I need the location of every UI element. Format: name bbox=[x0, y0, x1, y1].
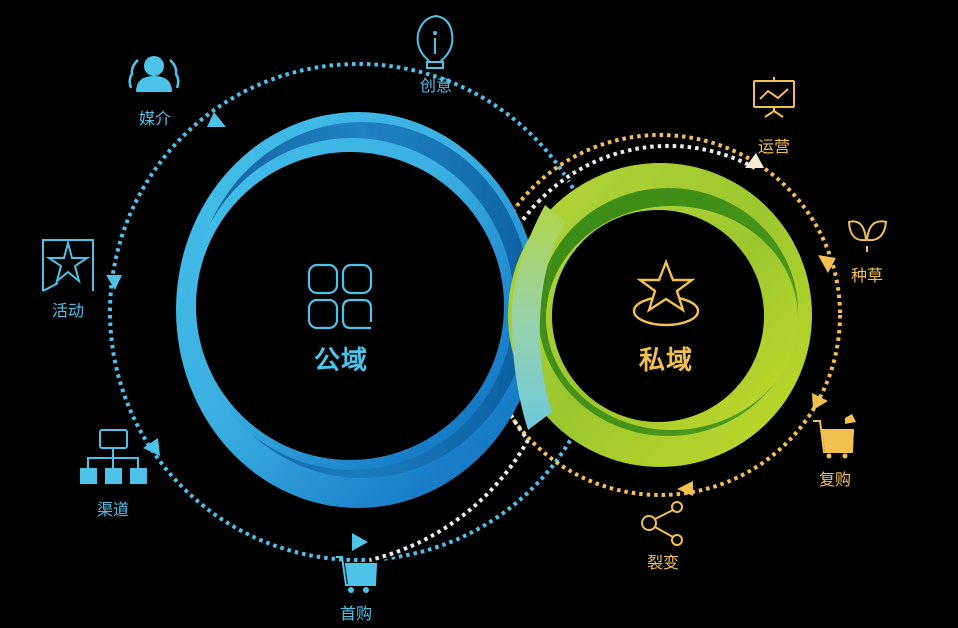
presentation-chart-icon bbox=[753, 77, 795, 118]
node-label-operations: 运营 bbox=[757, 137, 791, 156]
arrow-icon bbox=[818, 255, 836, 273]
public-domain-label: 公域 bbox=[313, 346, 369, 376]
private-domain-label: 私域 bbox=[638, 346, 694, 376]
arrow-icon bbox=[106, 275, 122, 290]
node-label-channel: 渠道 bbox=[96, 500, 130, 519]
users-group-icon bbox=[128, 56, 180, 92]
lightbulb-icon bbox=[416, 14, 454, 69]
sprout-icon bbox=[847, 220, 888, 252]
node-label-campaign: 活动 bbox=[51, 301, 85, 320]
private-domain-ring bbox=[508, 163, 812, 467]
public-domain-ring bbox=[176, 112, 540, 508]
shopping-cart-icon bbox=[336, 556, 378, 593]
org-chart-icon bbox=[80, 429, 147, 484]
node-label-seeding: 种草 bbox=[850, 266, 884, 285]
arrow-icon bbox=[677, 481, 693, 496]
node-label-creative: 创意 bbox=[419, 76, 453, 95]
star-badge-icon bbox=[42, 239, 94, 292]
arrow-icon bbox=[745, 153, 764, 168]
arrow-icon bbox=[207, 112, 226, 127]
share-nodes-icon bbox=[641, 501, 683, 546]
arrow-icon bbox=[352, 533, 368, 551]
node-label-first-purchase: 首购 bbox=[339, 604, 373, 623]
arrow-icon bbox=[812, 393, 828, 410]
node-label-viral-split: 裂变 bbox=[646, 553, 680, 572]
arrow-icon bbox=[143, 438, 160, 456]
node-label-media: 媒介 bbox=[138, 109, 172, 128]
four-squares-app-grid-icon bbox=[307, 263, 373, 330]
flow-arrows bbox=[106, 112, 836, 551]
star-on-platform-icon bbox=[632, 258, 700, 327]
node-label-repurchase: 复购 bbox=[818, 470, 852, 489]
cart-refill-icon bbox=[813, 414, 856, 459]
